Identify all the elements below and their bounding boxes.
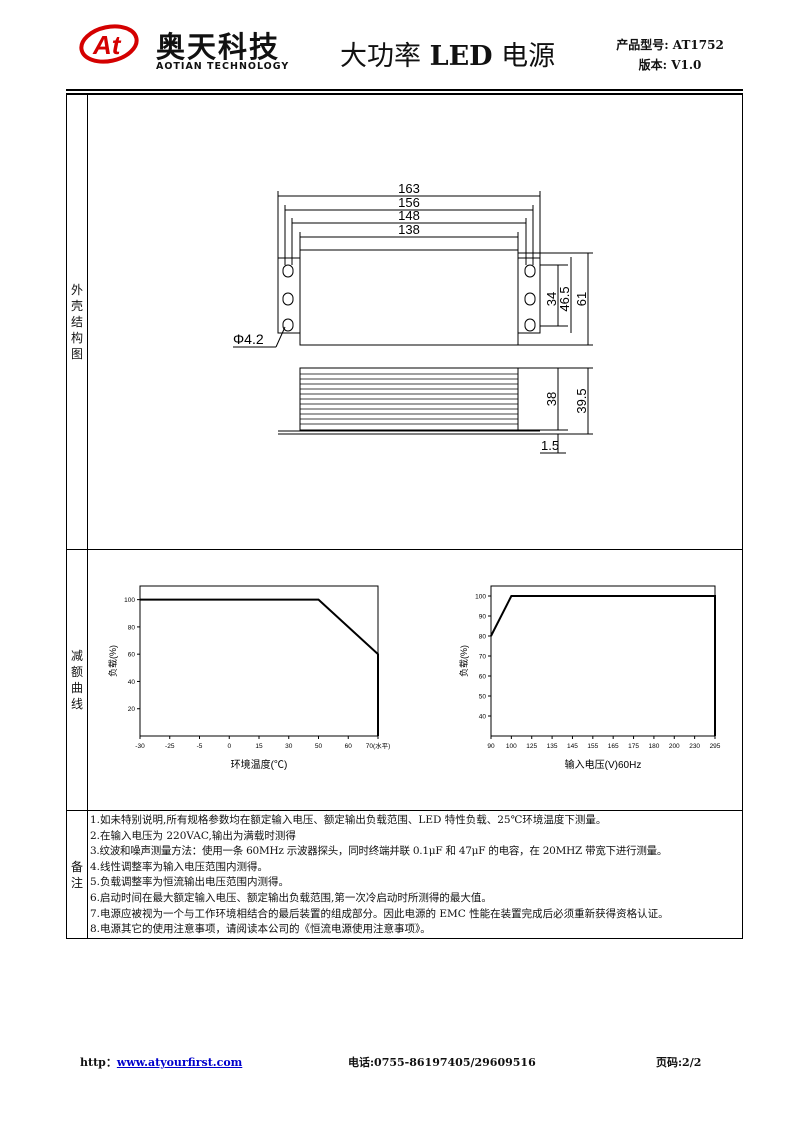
structure-drawing-cell: 163 156 148 138 34 46.5 61 38 39.5 Φ4.2 … xyxy=(87,94,743,550)
chart2-x-tick-label: 135 xyxy=(547,743,558,750)
footer-phone: 电话:0755-86197405/29609516 xyxy=(348,1056,536,1069)
footer-website: http：www.atyourfirst.com xyxy=(80,1056,243,1069)
chart2-y-tick-label: 60 xyxy=(479,674,487,681)
header-rule-thin xyxy=(66,93,743,94)
chart2-derating-curve xyxy=(490,595,716,736)
brand-name-cn: 奥天科技 xyxy=(156,30,281,64)
chart1-y-axis-label: 负载(%) xyxy=(107,645,118,677)
dim-total-height: 39.5 xyxy=(574,388,589,413)
chart2-x-tick-label: 200 xyxy=(669,743,680,750)
note-item: 6.启动时间在最大额定输入电压、额定输出负载范围,第一次冷启动时所测得的最大值。 xyxy=(90,891,492,904)
dim-hole-pitch: 148 xyxy=(398,208,420,223)
chart1-x-tick-label: 15 xyxy=(255,743,263,750)
chart1-x-tick-label: 0 xyxy=(227,743,231,750)
company-logo: At xyxy=(79,24,139,64)
chart1-x-tick-label: 60 xyxy=(345,743,353,750)
chart2-x-tick-label: 90 xyxy=(487,743,495,750)
derating-label: 减额曲线 xyxy=(66,549,88,811)
notes-label: 备注 xyxy=(66,810,88,939)
version-number: 版本: V1.0 xyxy=(638,58,702,72)
note-item: 2.在输入电压为 220VAC,输出为满载时测得 xyxy=(90,829,296,842)
chart1-y-tick-label: 80 xyxy=(128,624,136,631)
chart2-y-tick-label: 40 xyxy=(479,714,487,721)
dim-overall-length: 163 xyxy=(398,181,420,196)
spec-table: 外壳结构图 xyxy=(66,94,743,939)
dim-flange-width: 46.5 xyxy=(557,286,572,311)
chart2-x-tick-label: 125 xyxy=(526,743,537,750)
chart2-y-tick-label: 90 xyxy=(479,614,487,621)
chart1-x-tick-label: -25 xyxy=(165,743,175,750)
chart1-x-axis-label: 环境温度(℃) xyxy=(231,758,288,771)
dim-body-height: 38 xyxy=(544,392,559,406)
note-item: 7.电源应被视为一个与工作环境相结合的最后装置的组成部分。因此电源的 EMC 性… xyxy=(90,907,669,920)
chart2-y-tick-label: 100 xyxy=(475,594,486,601)
chart2-x-tick-label: 155 xyxy=(587,743,598,750)
note-item: 8.电源其它的使用注意事项，请阅读本公司的《恒流电源使用注意事项》。 xyxy=(90,923,431,936)
chart2-y-axis-label: 负载(%) xyxy=(458,645,469,677)
chart1-y-tick-label: 60 xyxy=(128,652,136,659)
dim-body-width: 61 xyxy=(574,292,589,306)
flange-thickness-label: 1.5 xyxy=(541,438,559,453)
document-title: 大功率 LED 电源 xyxy=(340,41,556,72)
derating-cell: -30 -25 -5 0 15 30 50 60 70(水平) 100 80 60 40 20 环境温度(℃… xyxy=(87,549,743,811)
chart1-x-tick-label: -5 xyxy=(197,743,203,750)
chart2-x-tick-label: 175 xyxy=(628,743,639,750)
chart1-x-tick-label: -30 xyxy=(135,743,145,750)
chart2-y-tick-label: 50 xyxy=(479,694,487,701)
chart2-x-tick-label: 230 xyxy=(689,743,700,750)
dim-slot-span: 34 xyxy=(544,292,559,306)
model-number: 产品型号: AT1752 xyxy=(616,38,724,52)
chart2-x-tick-label: 165 xyxy=(608,743,619,750)
notes-list: 1.如未特别说明,所有规格参数均在额定输入电压、额定输出负载范围、LED 特性负… xyxy=(87,810,743,939)
brand-name-en: AOTIAN TECHNOLOGY xyxy=(156,61,290,72)
chart1-plot-area xyxy=(139,585,379,737)
chart2-x-tick-label: 180 xyxy=(648,743,659,750)
chart1-y-tick-label: 100 xyxy=(124,597,135,604)
chart2-x-tick-label: 145 xyxy=(567,743,578,750)
header-rule xyxy=(66,89,743,91)
dim-flange-outer: 156 xyxy=(398,195,420,210)
footer-page-number: 页码:2/2 xyxy=(656,1056,702,1069)
chart2-y-tick-label: 70 xyxy=(479,654,487,661)
chart1-x-tick-label: 70(水平) xyxy=(366,741,391,750)
dim-body-length: 138 xyxy=(398,222,420,237)
logo-mark-text: At xyxy=(92,30,122,60)
chart2-x-tick-label: 295 xyxy=(710,743,721,750)
chart1-y-tick-label: 40 xyxy=(128,679,136,686)
website-link[interactable]: www.atyourfirst.com xyxy=(116,1056,243,1069)
chart1-x-tick-label: 30 xyxy=(285,743,293,750)
hole-diameter-label: Φ4.2 xyxy=(233,331,264,347)
enclosure-drawing: 163 156 148 138 34 46.5 61 38 39.5 Φ4.2 … xyxy=(233,181,593,454)
note-item: 4.线性调整率为输入电压范围内测得。 xyxy=(90,860,269,873)
chart1-y-tick-label: 20 xyxy=(128,706,136,713)
chart1-x-tick-label: 50 xyxy=(315,743,323,750)
chart2-y-tick-label: 80 xyxy=(479,634,487,641)
derating-charts: -30 -25 -5 0 15 30 50 60 70(水平) 100 80 60 40 20 环境温度(℃… xyxy=(107,585,721,771)
structure-label: 外壳结构图 xyxy=(66,94,88,550)
note-item: 1.如未特别说明,所有规格参数均在额定输入电压、额定输出负载范围、LED 特性负… xyxy=(90,814,607,826)
note-item: 5.负载调整率为恒流输出电压范围内测得。 xyxy=(90,876,290,889)
note-item: 3.纹波和噪声测量方法：使用一条 60MHz 示波器探头，同时终端并联 0.1μ… xyxy=(90,845,668,858)
chart2-plot-area xyxy=(490,585,716,737)
chart2-x-tick-label: 100 xyxy=(506,743,517,750)
chart2-x-axis-label: 输入电压(V)60Hz xyxy=(565,758,642,771)
chart1-derating-curve xyxy=(140,598,379,736)
